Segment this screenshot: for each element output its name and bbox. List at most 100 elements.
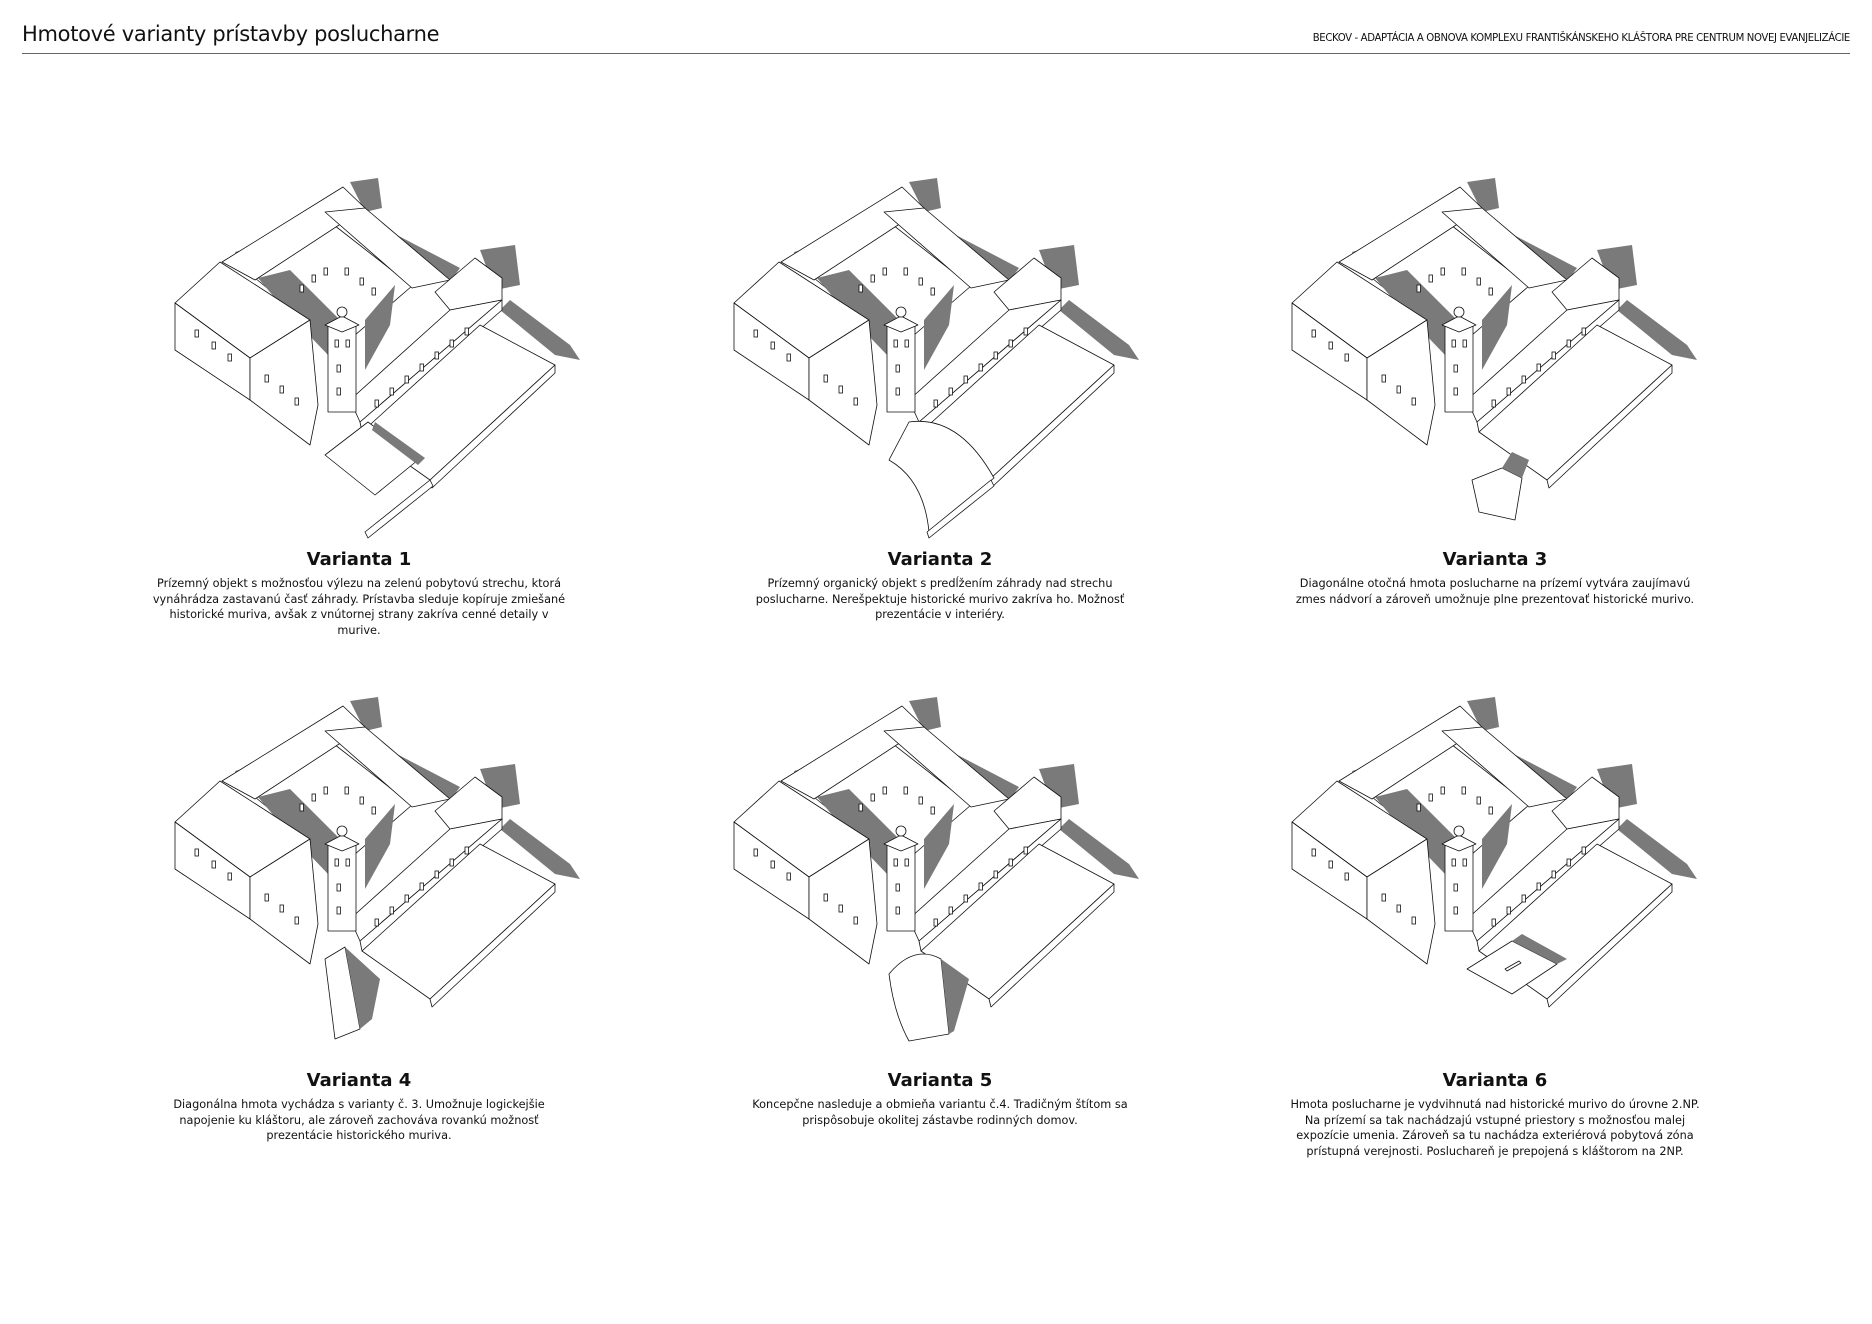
variant-title: Varianta 2 [887,549,993,570]
variant-4-axonometric [150,679,600,1059]
window [895,883,900,892]
window [449,858,454,867]
extension-shadow [1512,934,1567,964]
window [1344,353,1349,362]
window [853,397,858,406]
window [1488,806,1493,815]
window [371,287,376,296]
window [1008,858,1013,867]
tower-dome [336,825,348,837]
window [1488,287,1493,296]
window [1506,906,1511,915]
garden-wall [429,883,556,1008]
window [1453,364,1458,373]
shadow [909,178,941,212]
nave-wall [249,319,319,446]
ne-gable [993,257,1062,311]
variant-title: Varianta 5 [887,1070,993,1091]
window [1381,374,1386,383]
window [1451,858,1456,867]
window [1381,893,1386,902]
garden-wall [1546,364,1673,489]
nave-wall [249,838,319,965]
window [1581,327,1586,336]
shadow [1467,697,1499,731]
nave-wall [808,319,878,446]
tower-roof [324,315,360,333]
window [882,786,887,795]
window [786,353,791,362]
variant-description: Hmota poslucharne je vydvihnutá nad hist… [1290,1098,1700,1158]
variant-description: Prízemný organický objekt s predĺžením z… [755,577,1125,621]
window [1462,858,1467,867]
window [858,803,863,812]
garden-wall [988,883,1115,1008]
courtyard-shadow [924,285,954,370]
garden-wall-extension [926,479,995,539]
extension-shadow [941,959,969,1034]
shadow [1617,300,1697,360]
variant-description: Diagonálna hmota vychádza s varianty č. … [173,1098,545,1142]
window [858,284,863,293]
window [211,341,216,350]
window [1551,870,1556,879]
window [1453,883,1458,892]
nave-wall [808,838,878,965]
shadow [1597,245,1637,290]
extension-shadow [372,422,425,465]
window [1328,341,1333,350]
variant-4-caption: Varianta 4 Diagonálna hmota vychádza s v… [149,1070,569,1144]
window [336,364,341,373]
window [404,375,409,384]
window [853,916,858,925]
window [1506,387,1511,396]
window [1461,267,1466,276]
variant-description: Diagonálne otočná hmota poslucharne na p… [1295,577,1695,606]
tower [327,843,357,932]
tower-dome [336,306,348,318]
window [299,284,304,293]
window [1476,796,1481,805]
window [753,329,758,338]
window [1581,846,1586,855]
variant-title: Varianta 3 [1442,549,1548,570]
window [211,860,216,869]
window [933,399,938,408]
window [870,793,875,802]
variant-title: Varianta 6 [1442,1070,1548,1091]
window [904,339,909,348]
axonometric-drawing [733,697,1139,1042]
window [838,385,843,394]
window [464,846,469,855]
window [770,860,775,869]
shadow [500,819,580,879]
window [359,796,364,805]
window [1461,786,1466,795]
window [1521,894,1526,903]
window [374,399,379,408]
window [279,904,284,913]
ne-gable [1551,257,1620,311]
variant-1-axonometric [150,160,600,540]
window [299,803,304,812]
window [933,918,938,927]
window [419,882,424,891]
window [371,806,376,815]
window [903,267,908,276]
window [1453,387,1458,396]
window [1344,872,1349,881]
tower-roof [883,315,919,333]
window [993,870,998,879]
variant-2-caption: Varianta 2 Prízemný organický objekt s p… [730,549,1150,623]
window [1536,363,1541,372]
window [770,341,775,350]
window [374,918,379,927]
variant-description: Prízemný objekt s možnosťou výlezu na ze… [152,577,566,637]
window [895,387,900,396]
window [345,339,350,348]
window [1328,860,1333,869]
window [1440,267,1445,276]
window [993,351,998,360]
tower [327,324,357,413]
window [344,786,349,795]
